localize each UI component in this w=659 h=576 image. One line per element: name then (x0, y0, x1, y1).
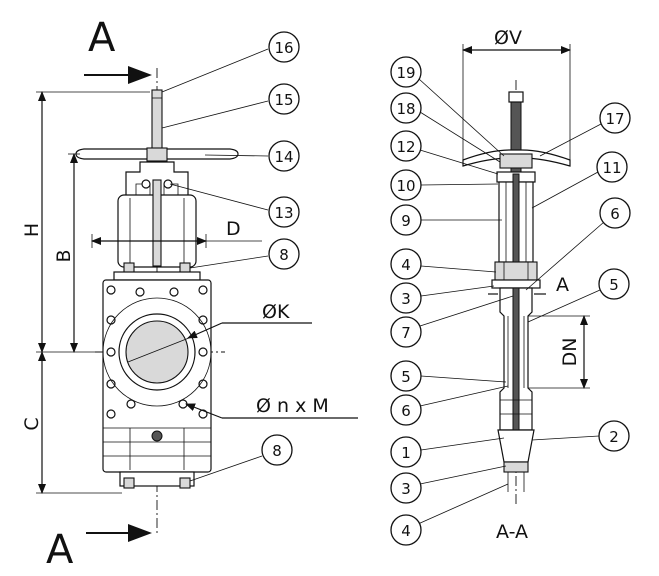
balloon-10: 10 (390, 169, 499, 201)
yoke-stem (152, 179, 162, 267)
svg-text:17: 17 (605, 110, 624, 128)
svg-text:4: 4 (401, 522, 411, 540)
section-hub (499, 153, 533, 169)
svg-text:5: 5 (401, 368, 411, 386)
section-gland (494, 261, 538, 281)
section-gate (512, 287, 520, 431)
balloon-1: 1 (390, 436, 505, 468)
section-arrow-top-head (128, 66, 152, 84)
svg-text:4: 4 (401, 256, 411, 274)
svg-text:3: 3 (401, 480, 411, 498)
balloon-19: 19 (390, 56, 505, 157)
svg-text:15: 15 (274, 91, 293, 109)
dimension-D-label: D (226, 218, 241, 240)
svg-text:19: 19 (396, 64, 415, 82)
svg-text:10: 10 (396, 177, 415, 195)
svg-text:1: 1 (401, 444, 411, 462)
dimension-H-label: H (21, 223, 43, 237)
balloon-15: 15 (161, 83, 300, 129)
section-A-label: A (556, 274, 569, 296)
balloon-4-top: 4 (390, 248, 497, 280)
svg-text:18: 18 (396, 100, 415, 118)
section-mark-bottom: A (46, 527, 74, 573)
balloon-12: 12 (390, 130, 499, 175)
bolt-circle (102, 297, 212, 407)
svg-text:8: 8 (279, 246, 289, 264)
balloon-8-top: 8 (189, 238, 300, 270)
balloon-5-right: 5 (527, 268, 630, 323)
section-view: ØV DN (390, 27, 631, 546)
dimension-C-label: C (21, 417, 43, 430)
balloon-14: 14 (204, 140, 300, 172)
svg-text:2: 2 (609, 428, 619, 446)
section-arrow-bottom-head (128, 524, 152, 542)
dimension-K-leader (187, 322, 223, 339)
balloon-6-right: 6 (525, 197, 631, 291)
svg-text:13: 13 (274, 204, 293, 222)
balloon-5-left: 5 (390, 360, 507, 392)
stem (151, 89, 163, 153)
balloon-8-bottom: 8 (189, 434, 293, 482)
svg-text:16: 16 (274, 39, 293, 57)
svg-text:3: 3 (401, 290, 411, 308)
dimension-nxM-leader (185, 403, 223, 419)
dimension-nxM-label: Ø n x M (256, 395, 329, 417)
balloon-4-bottom: 4 (390, 483, 509, 546)
svg-text:9: 9 (401, 212, 411, 230)
svg-text:6: 6 (401, 402, 411, 420)
svg-text:5: 5 (609, 276, 619, 294)
packing-gland (113, 271, 201, 281)
body-bolt-holes (106, 285, 208, 419)
front-view: A A (21, 15, 358, 573)
svg-text:12: 12 (396, 138, 415, 156)
balloon-9: 9 (390, 204, 502, 236)
balloon-13: 13 (169, 183, 300, 228)
bottom-cover (119, 471, 195, 487)
handwheel-hub (146, 147, 168, 162)
svg-text:11: 11 (602, 159, 621, 177)
balloon-17: 17 (539, 102, 631, 157)
balloon-2: 2 (531, 420, 630, 452)
section-bottom (497, 429, 535, 463)
body-plug (151, 430, 163, 442)
balloon-7: 7 (390, 295, 514, 348)
balloon-16: 16 (161, 31, 300, 93)
dimension-DN-label: DN (559, 338, 581, 367)
balloon-6-left: 6 (390, 385, 509, 426)
balloon-11: 11 (531, 151, 628, 209)
balloon-3-top: 3 (390, 282, 495, 314)
section-mark-top: A (88, 15, 116, 61)
balloon-3-bottom: 3 (390, 465, 507, 504)
bore-inner (125, 320, 189, 384)
balloon-18: 18 (390, 92, 501, 163)
section-title: A-A (496, 521, 528, 543)
svg-text:14: 14 (274, 148, 293, 166)
dimension-B-label: B (53, 249, 75, 262)
dimension-V-label: ØV (494, 27, 522, 49)
svg-text:6: 6 (610, 205, 620, 223)
svg-text:8: 8 (272, 442, 282, 460)
dimension-K-label: ØK (262, 301, 290, 323)
svg-text:7: 7 (401, 324, 411, 342)
